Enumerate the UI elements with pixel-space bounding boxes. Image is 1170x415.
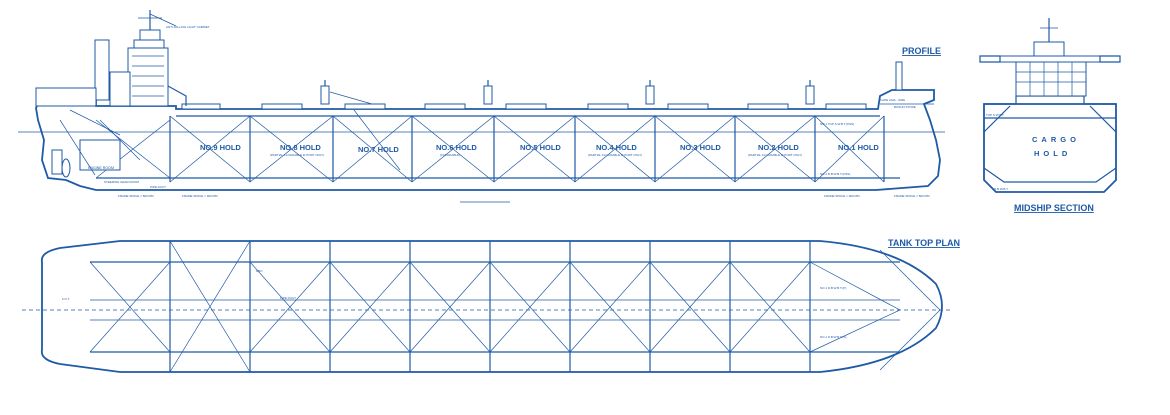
hold-5-label: NO.5 HOLD bbox=[520, 143, 561, 152]
hold-4-label: NO.4 HOLD bbox=[596, 143, 637, 152]
hold-bulkheads bbox=[169, 116, 885, 182]
midship-hold-label: HOLD bbox=[1034, 149, 1071, 158]
plan-pipe-duct: PIPE DUCT bbox=[280, 296, 296, 300]
hold-3-label: NO.3 HOLD bbox=[680, 143, 721, 152]
mast-label: ANTI-FALLING LIGHT CABINET bbox=[166, 25, 210, 29]
midship-title: MIDSHIP SECTION bbox=[1014, 203, 1094, 213]
plan-hull bbox=[40, 240, 943, 373]
hold-2-label: NO.2 HOLD bbox=[758, 143, 799, 152]
frame-space-fwd2: FRAME SPACE = 800 MM bbox=[894, 194, 930, 198]
hold-8-label: NO.8 HOLD bbox=[280, 143, 321, 152]
hold-2-note: (PARTIAL FLOODABLE IF PORT ONLY) bbox=[748, 153, 802, 157]
profile-hull bbox=[35, 89, 941, 191]
hold-labels: NO.9 HOLD NO.8 HOLD (PARTIAL FLOODABLE I… bbox=[200, 143, 879, 157]
tanktop-title: TANK TOP PLAN bbox=[888, 238, 960, 248]
plan-lower-tank: NO.1 D.B.W.B.T.(S) bbox=[820, 335, 846, 339]
deck-cranes bbox=[320, 80, 815, 171]
hold-6-note: (FLOODABLE) bbox=[440, 153, 460, 157]
profile-view: ANTI-FALLING LIGHT CABINET CAPE ASIA...S… bbox=[18, 10, 945, 203]
bosun-store-label: BOSUN STORE bbox=[894, 105, 916, 109]
plan-diagonals bbox=[89, 240, 941, 373]
hold-6-label: NO.6 HOLD bbox=[436, 143, 477, 152]
rudder-propeller bbox=[51, 149, 71, 178]
frame-space-fwd1: FRAME SPACE = 900 MM bbox=[824, 194, 860, 198]
engine-room: ENGINE ROOM STEERING GEAR ROOM bbox=[59, 109, 141, 184]
midship-upper-tank: TOP S.W.B.T. bbox=[986, 113, 1005, 117]
hold-8-note: (PARTIAL FLOODABLE IF PORT ONLY) bbox=[270, 153, 324, 157]
midship-section: CARGO HOLD TOP S.W.B.T. D.B.W.B.T. MIDSH… bbox=[979, 18, 1121, 213]
plan-fo-label: F.O.T. bbox=[62, 297, 70, 301]
superstructure: ANTI-FALLING LIGHT CABINET bbox=[35, 10, 210, 107]
engine-room-label: ENGINE ROOM bbox=[88, 166, 114, 170]
plan-bulkheads bbox=[169, 241, 811, 372]
profile-title: PROFILE bbox=[902, 46, 941, 56]
hold-9-label: NO.9 HOLD bbox=[200, 143, 241, 152]
plan-upper-tank: NO.1 D.B.W.B.T.(P) bbox=[820, 286, 846, 290]
tank-top-plan: PIPE DUCT NO.1 D.B.W.B.T.(P) NO.1 D.B.W.… bbox=[22, 238, 960, 373]
frame-space-mid: FRAME SPACE = 900 MM bbox=[182, 194, 218, 198]
frame-space-aft: FRAME SPACE = 800 MM bbox=[118, 194, 154, 198]
hold-4-note: (PARTIAL FLOODABLE IF PORT ONLY) bbox=[588, 153, 642, 157]
pipe-duct-label: PIPE DUCT bbox=[150, 185, 166, 189]
midship-cargo-label: CARGO bbox=[1032, 135, 1080, 144]
steering-label: STEERING GEAR ROOM bbox=[104, 180, 139, 184]
lower-wing-tank-label: NO.1 D.B.W.B.T.(P&S) bbox=[820, 172, 850, 176]
midship-lower-tank: D.B.W.B.T. bbox=[994, 187, 1009, 191]
forecastle: CAPE ASIA...SIDE BOSUN STORE bbox=[880, 61, 934, 109]
plan-dbo-label: DBO bbox=[256, 269, 263, 273]
hatch-covers bbox=[181, 103, 867, 110]
hold-7-label: NO.7 HOLD bbox=[358, 145, 399, 154]
hopper-diagonals bbox=[95, 115, 885, 183]
upper-wing-tank-label: NO.1 TOP S.W.B.T.(P&S) bbox=[820, 122, 854, 126]
hold-1-label: NO.1 HOLD bbox=[838, 143, 879, 152]
forecastle-label: CAPE ASIA...SIDE bbox=[880, 98, 905, 102]
